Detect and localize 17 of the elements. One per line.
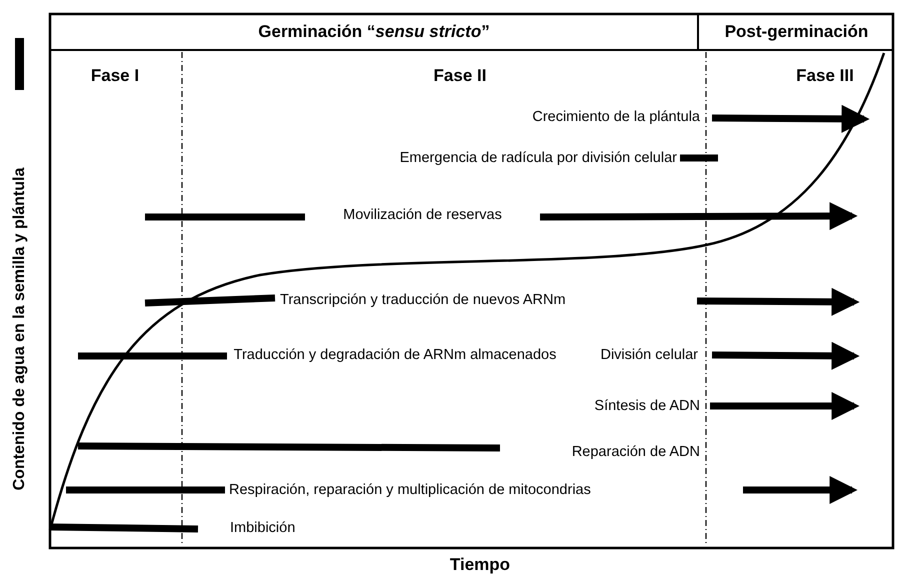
phase-label: Fase I [90,66,140,86]
process-label: Crecimiento de la plántula [531,109,700,126]
process-label: Traducción y degradación de ARNm almacenados [232,347,558,364]
axis-title: Tiempo [448,555,512,575]
process-label: Respiración, reparación y multiplicación de mitocondrias [229,482,592,499]
process-label: División celular [599,347,698,364]
phase-label: Fase III [795,66,855,86]
process-label: Imbibición [230,520,296,537]
process-label: Síntesis de ADN [593,398,700,415]
process-label: Movilización de reservas [342,207,503,224]
stage-heading: Post-germinación [724,22,870,42]
phase-label: Fase II [432,66,488,86]
process-label: Reparación de ADN [570,444,700,461]
process-label: Transcripción y traducción de nuevos ARNm [280,292,567,309]
stage-heading: Germinación “sensu stricto” [257,22,491,42]
axis-title: Contenido de agua en la semilla y plántula [10,166,29,492]
process-label: Emergencia de radícula por división celular [398,150,677,167]
